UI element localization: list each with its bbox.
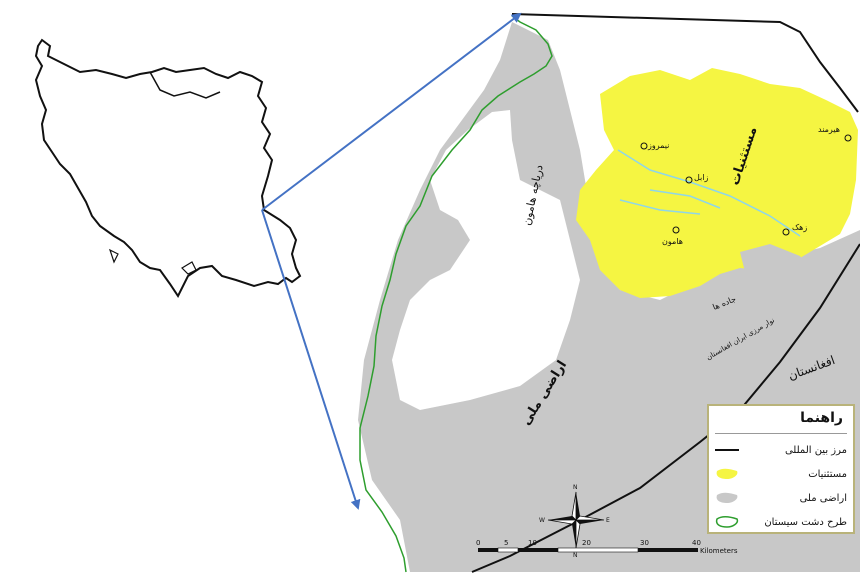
label-city-zabol: زابل xyxy=(694,173,709,182)
city-marker-zabol xyxy=(685,176,693,184)
label-city-zahak: زهک xyxy=(792,223,807,232)
compass-north: N xyxy=(573,484,578,491)
compass-west: W xyxy=(539,517,545,524)
project-outline xyxy=(359,15,553,573)
city-marker-hirmand xyxy=(844,134,852,142)
yellow-patch-icon xyxy=(716,468,738,479)
scale-tick-20: 20 xyxy=(582,539,591,547)
scale-tick-0: 0 xyxy=(476,539,480,547)
pointer-arrow-north xyxy=(261,12,522,211)
legend-label-national-lands: اراضی ملی xyxy=(799,492,847,504)
compass-rose-icon: N N E W xyxy=(539,484,610,559)
scale-tick-5: 5 xyxy=(504,539,508,547)
city-marker-nimruz xyxy=(640,142,648,150)
international-border xyxy=(471,13,860,573)
caspian-coast xyxy=(149,71,221,99)
green-outline-icon xyxy=(715,515,739,528)
legend-title: راهنما xyxy=(800,410,843,426)
legend-item-exceptions: مستثنیات xyxy=(715,464,847,484)
label-city-hirmand: هیرمند xyxy=(818,125,840,134)
compass-south: N xyxy=(573,552,578,559)
legend-divider xyxy=(715,433,847,434)
line-icon xyxy=(715,449,739,451)
exceptions-gray-patches xyxy=(740,244,812,292)
scale-unit: Kilometers xyxy=(700,547,738,555)
scale-tick-10: 10 xyxy=(528,539,537,547)
legend-label-exceptions: مستثنیات xyxy=(808,468,847,480)
gulf-islands xyxy=(108,248,197,275)
label-city-nimruz: نیمروز xyxy=(647,141,669,150)
legend-label-project: طرح دشت سیستان xyxy=(764,516,847,528)
hamoon-lake-area xyxy=(392,110,580,410)
compass-east: E xyxy=(606,517,610,524)
label-city-hamoon: هامون xyxy=(662,237,683,246)
scale-bar: 0 5 10 20 30 40 Kilometers xyxy=(476,539,738,555)
exceptions-area xyxy=(576,68,858,298)
legend-item-national-lands: اراضی ملی xyxy=(715,488,847,508)
legend-item-project: طرح دشت سیستان xyxy=(715,512,847,532)
legend-item-border: مرز بین المللی xyxy=(715,440,847,460)
pointer-arrow-south xyxy=(261,209,361,510)
gray-patch-icon xyxy=(716,492,738,503)
city-marker-zahak xyxy=(782,228,790,236)
iran-outline xyxy=(34,38,302,298)
river-lines xyxy=(617,149,801,237)
scale-tick-30: 30 xyxy=(640,539,649,547)
legend: راهنما مرز بین المللی مستثنیات اراضی ملی… xyxy=(707,404,855,534)
legend-label-border: مرز بین المللی xyxy=(784,444,847,456)
scale-tick-40: 40 xyxy=(692,539,701,547)
city-marker-hamoon xyxy=(672,226,680,234)
